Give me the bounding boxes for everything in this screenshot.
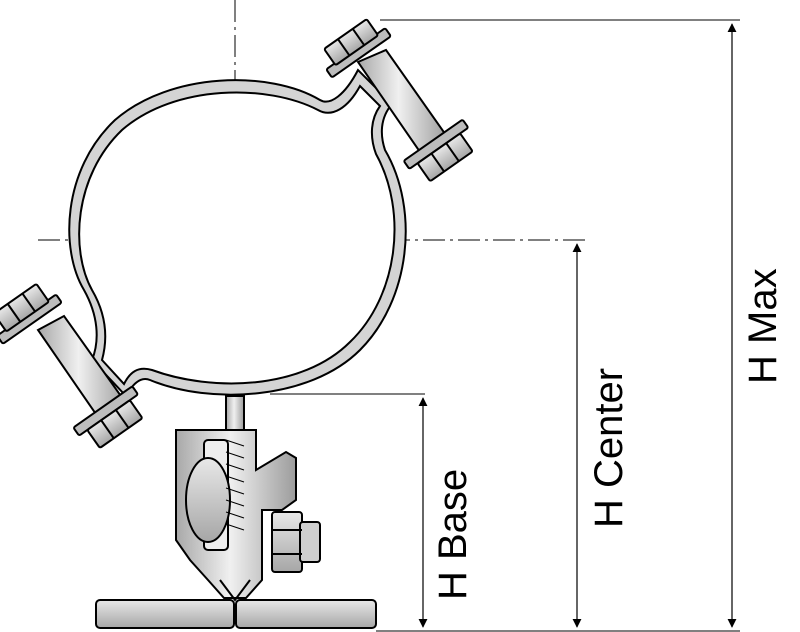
clamp-disk bbox=[185, 457, 231, 543]
extension-lines bbox=[270, 19, 740, 632]
base-plate-right bbox=[235, 599, 377, 629]
dim-h-center-label: H Center bbox=[587, 368, 631, 528]
bolt-assembly-bottom-left bbox=[0, 283, 143, 449]
dimension-arrows bbox=[418, 23, 737, 628]
side-bolt-nut bbox=[299, 521, 321, 563]
nut bbox=[417, 133, 473, 182]
base-plate-left bbox=[95, 599, 235, 629]
nut bbox=[323, 18, 379, 66]
base-flange bbox=[219, 579, 251, 602]
support-assembly bbox=[95, 395, 377, 629]
side-bolt-head bbox=[271, 511, 303, 573]
nut bbox=[0, 283, 50, 332]
bolt-assembly-top-right bbox=[323, 18, 473, 182]
dim-h-base-label: H Base bbox=[431, 469, 475, 600]
dim-h-max-label: H Max bbox=[741, 268, 785, 384]
clamp-ring bbox=[68, 68, 407, 398]
rod-threads bbox=[225, 439, 245, 531]
nut bbox=[87, 399, 143, 449]
clamp-band-inner bbox=[78, 84, 396, 386]
